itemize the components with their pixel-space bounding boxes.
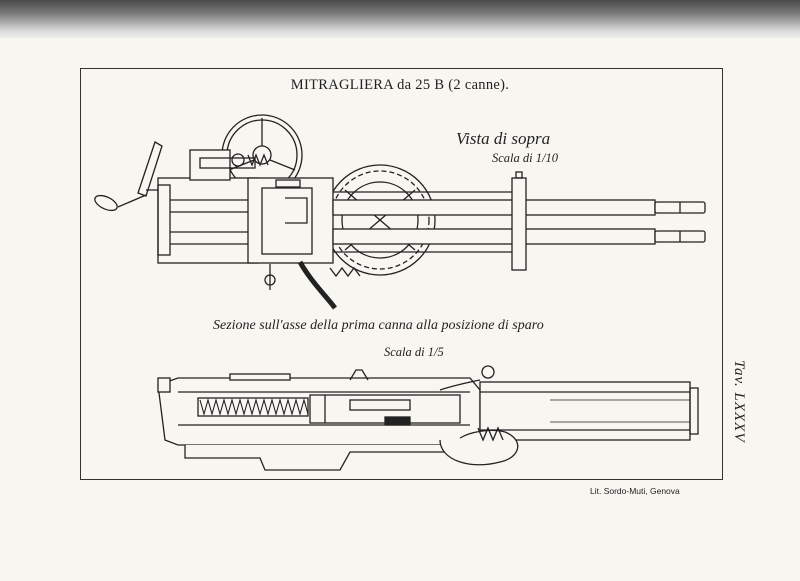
book-page bbox=[0, 38, 800, 581]
plate-border bbox=[80, 68, 723, 480]
plate-number: Tav. LXXXV bbox=[731, 360, 747, 443]
scan-shadow bbox=[0, 0, 800, 38]
section-scale: Scala di 1/5 bbox=[384, 345, 444, 359]
gear-wheel-icon bbox=[324, 164, 436, 276]
section-barrel bbox=[479, 381, 699, 441]
crank-handle-icon bbox=[94, 141, 170, 212]
section-label: Sezione sull'asse della prima canna alla… bbox=[213, 318, 544, 333]
twin-barrels bbox=[332, 191, 706, 253]
plate-title: MITRAGLIERA da 25 B (2 canne). bbox=[290, 77, 510, 93]
printer-credit: Lit. Sordo-Muti, Genova bbox=[590, 486, 680, 496]
section-view-drawing bbox=[157, 365, 699, 471]
top-view-label: Vista di sopra bbox=[456, 129, 551, 148]
top-view-scale: Scala di 1/10 bbox=[492, 151, 558, 165]
top-view-drawing bbox=[94, 114, 706, 310]
